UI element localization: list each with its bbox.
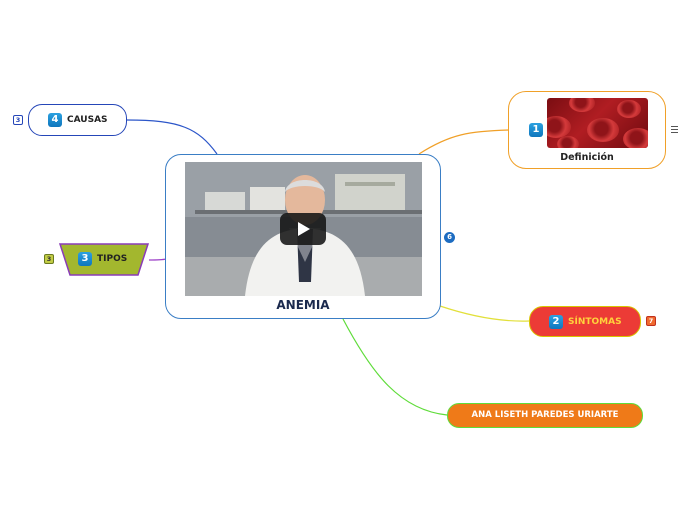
doctor-office-image: [185, 162, 422, 296]
branch-causas[interactable]: 4 CAUSAS: [28, 104, 127, 136]
tipos-child-count-badge[interactable]: 3: [44, 254, 54, 264]
branch-number: 3: [78, 252, 92, 266]
video-thumbnail[interactable]: [185, 162, 422, 296]
sintomas-child-count-badge[interactable]: 7: [646, 316, 656, 326]
tipos-shape: [59, 243, 149, 276]
branch-number: 4: [48, 113, 62, 127]
menu-icon[interactable]: [671, 126, 678, 133]
play-icon[interactable]: [280, 213, 326, 245]
red-blood-cells-image: [547, 98, 648, 148]
branch-tipos[interactable]: 3 TIPOS: [59, 243, 149, 276]
branch-label: TIPOS: [97, 254, 128, 264]
branch-label: CAUSAS: [67, 115, 108, 125]
author-node[interactable]: ANA LISETH PAREDES URIARTE: [447, 403, 643, 428]
branch-number: 1: [529, 123, 543, 137]
link-sintomas: [439, 305, 530, 322]
branch-number: 2: [549, 315, 563, 329]
link-author: [342, 318, 448, 416]
causas-child-count-badge[interactable]: 3: [13, 115, 23, 125]
link-tipos: [148, 258, 167, 261]
central-node-anemia[interactable]: ANEMIA: [165, 154, 441, 319]
branch-definicion[interactable]: 1 Definición: [508, 91, 666, 169]
link-definicion: [418, 129, 511, 155]
link-causas: [126, 119, 218, 155]
branch-label: Definición: [560, 152, 614, 163]
branch-label: SÍNTOMAS: [568, 317, 622, 327]
central-title: ANEMIA: [276, 298, 330, 312]
collapse-icon[interactable]: 6: [444, 232, 455, 243]
branch-sintomas[interactable]: 2 SÍNTOMAS: [529, 306, 641, 337]
